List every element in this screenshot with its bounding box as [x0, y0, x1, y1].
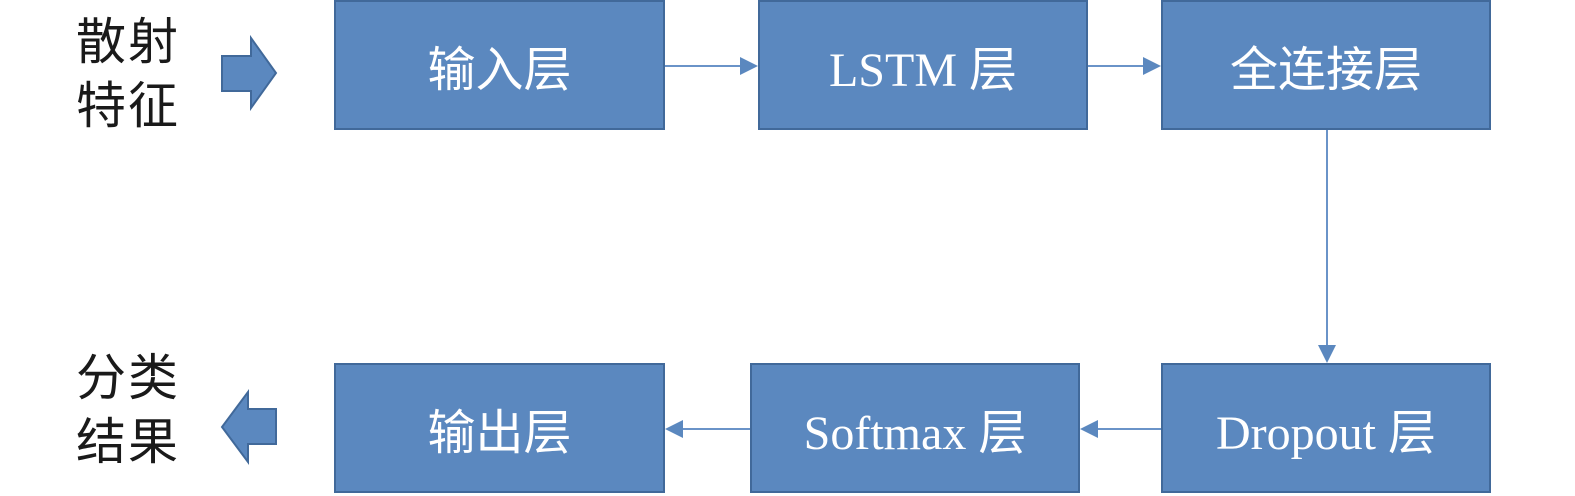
lstm-layer-node: LSTM 层	[758, 0, 1088, 130]
connector-lstm-to-fc-arrowhead-icon	[1143, 57, 1161, 75]
input-label-line-1: 散射	[76, 13, 180, 71]
output-label: 分类 结果	[76, 346, 196, 474]
dropout-layer-node: Dropout 层	[1161, 363, 1491, 493]
connector-input-to-lstm-arrowhead-icon	[740, 57, 758, 75]
connector-fc-to-dropout-arrowhead-icon	[1318, 345, 1336, 363]
output-block-arrow-icon	[220, 388, 277, 466]
output-layer-node: 输出层	[334, 363, 665, 493]
input-label-line-2: 特征	[76, 77, 180, 135]
connector-softmax-to-output-arrowhead-icon	[665, 420, 683, 438]
softmax-layer-node: Softmax 层	[750, 363, 1080, 493]
input-layer-node: 输入层	[334, 0, 665, 130]
input-label: 散射 特征	[76, 10, 196, 138]
connector-dropout-to-softmax-arrowhead-icon	[1080, 420, 1098, 438]
output-label-line-1: 分类	[76, 349, 180, 407]
input-block-arrow-icon	[221, 34, 278, 112]
fully-connected-layer-node: 全连接层	[1161, 0, 1491, 130]
output-label-line-2: 结果	[76, 413, 180, 471]
